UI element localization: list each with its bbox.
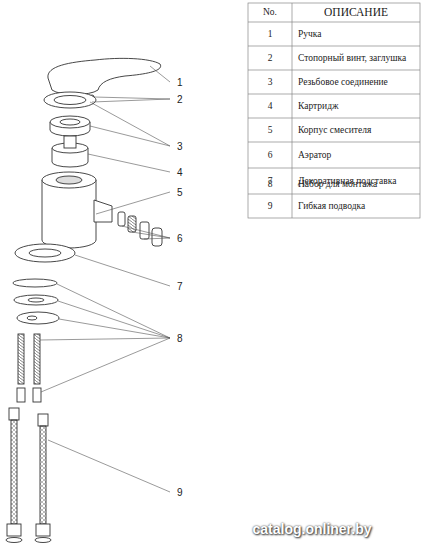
callout-number: 4: [177, 167, 183, 178]
faucet-parts: [6, 58, 162, 542]
table-description: Гибкая подводка: [298, 201, 365, 211]
callout-number: 9: [177, 487, 183, 498]
table-number: 1: [268, 29, 273, 39]
table-number: 2: [268, 53, 273, 63]
table-description: Аэратор: [298, 150, 331, 160]
handle: [48, 58, 161, 94]
table-number: 9: [268, 201, 273, 211]
table-number: 4: [268, 101, 273, 111]
watermark: catalog.onliner.by: [252, 522, 371, 537]
parts-table-grid: [248, 3, 420, 218]
table-number: 6: [268, 150, 273, 160]
table-description: Стопорный винт, заглушка: [298, 53, 406, 63]
callout-number: 2: [177, 94, 183, 105]
table-header: No.: [263, 7, 277, 17]
table-description: Корпус смесителя: [298, 125, 371, 135]
table-number: 5: [268, 125, 273, 135]
table-description: Набор для монтажа: [298, 179, 377, 189]
table-number: 8: [268, 179, 273, 189]
leader-lines: [40, 66, 170, 492]
table-header: ОПИСАНИЕ: [324, 6, 388, 19]
table-description: Картридж: [298, 101, 339, 111]
table-description: Ручка: [298, 29, 322, 39]
flexible-hoses: [6, 408, 51, 543]
cap-ring: [44, 92, 96, 108]
base-plate: [15, 244, 75, 262]
callout-number: 5: [177, 187, 183, 198]
callout-number: 7: [177, 281, 183, 292]
aerator: [118, 212, 162, 246]
table-number: 3: [268, 77, 273, 87]
callout-number: 1: [177, 77, 183, 88]
mixer-body: [42, 180, 96, 248]
callout-number: 3: [177, 141, 183, 152]
callout-number: 6: [177, 233, 183, 244]
mounting-kit: [13, 279, 59, 402]
table-description: Резьбовое соединение: [298, 77, 388, 87]
callout-number: 8: [177, 333, 183, 344]
